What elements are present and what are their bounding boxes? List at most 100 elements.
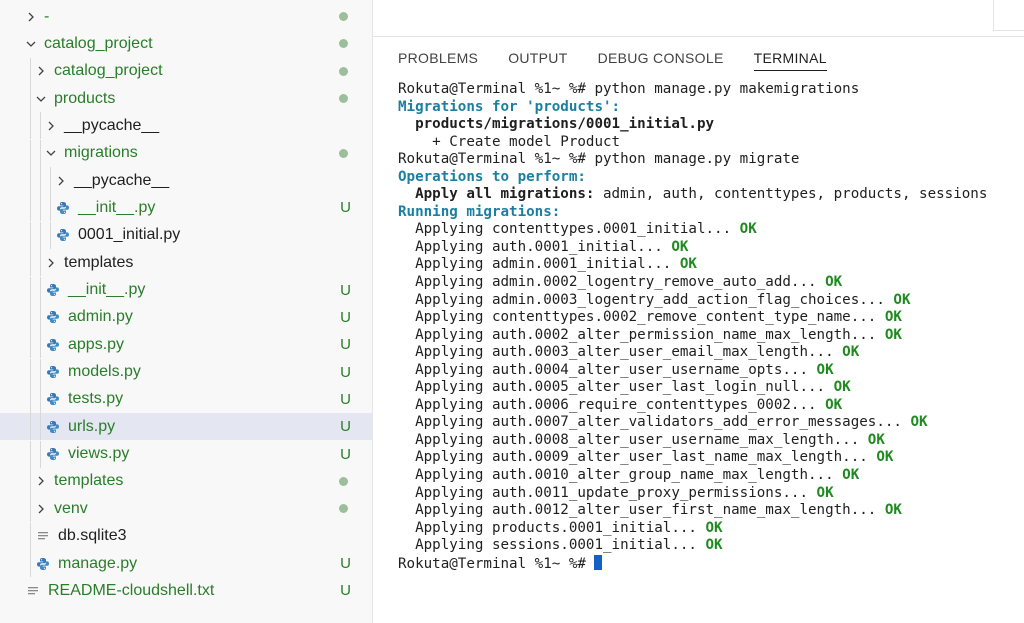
- indent-guide: [40, 303, 41, 331]
- tree-folder[interactable]: -: [0, 3, 372, 30]
- python-file-icon: [46, 310, 60, 324]
- tree-folder[interactable]: products: [0, 85, 372, 113]
- chevron-right-icon[interactable]: [56, 176, 66, 186]
- git-status-untracked: U: [340, 445, 351, 463]
- tree-item-label: 0001_initial.py: [78, 226, 181, 244]
- git-status-dot: [339, 504, 348, 514]
- indent-guide: [30, 467, 31, 495]
- status-ok: OK: [910, 414, 928, 431]
- python-file-icon: [56, 228, 70, 242]
- terminal-line: Applying auth.0009_alter_user_last_name_…: [398, 449, 1024, 467]
- terminal-line: Applying auth.0006_require_contenttypes_…: [398, 397, 1024, 415]
- indent-guide: [40, 167, 41, 195]
- tab-debug-console[interactable]: DEBUG CONSOLE: [597, 50, 724, 66]
- chevron-right-icon[interactable]: [26, 12, 36, 22]
- indent-guide: [50, 194, 51, 222]
- indent-guide: [30, 194, 31, 222]
- status-ok: OK: [705, 537, 723, 554]
- terminal-line: Running migrations:: [398, 204, 1024, 222]
- indent-guide: [40, 276, 41, 304]
- tree-folder[interactable]: catalog_project: [0, 30, 372, 57]
- terminal-text: Applying contenttypes.0001_initial...: [398, 221, 740, 238]
- tree-item-label: urls.py: [68, 417, 116, 435]
- indent-guide: [30, 495, 31, 523]
- status-ok: OK: [893, 291, 911, 308]
- panel-tab-bar: PROBLEMS OUTPUT DEBUG CONSOLE TERMINAL: [398, 47, 857, 73]
- terminal-text: Applying contenttypes.0002_remove_conten…: [398, 309, 885, 326]
- terminal-text: Rokuta@Terminal %1~ %#: [398, 555, 595, 572]
- status-ok: OK: [679, 256, 697, 273]
- chevron-right-icon[interactable]: [36, 504, 46, 514]
- tree-item-label: tests.py: [68, 390, 124, 408]
- terminal-line: Applying admin.0002_logentry_remove_auto…: [398, 274, 1024, 292]
- indent-guide: [30, 385, 31, 413]
- terminal-text: Applying auth.0011_update_proxy_permissi…: [398, 484, 817, 501]
- git-status-dot: [339, 12, 348, 21]
- terminal-text: Applying auth.0005_alter_user_last_login…: [398, 379, 834, 396]
- terminal-text: Migrations for 'products':: [398, 98, 621, 115]
- panel-divider: [373, 36, 1024, 37]
- terminal-text: Applying auth.0012_alter_user_first_name…: [398, 502, 885, 519]
- tree-file[interactable]: db.sqlite3: [0, 522, 372, 550]
- chevron-right-icon[interactable]: [36, 66, 46, 76]
- terminal-text: Applying admin.0002_logentry_remove_auto…: [398, 274, 826, 291]
- indent-guide: [30, 303, 31, 331]
- text-file-icon: [36, 529, 50, 543]
- chevron-right-icon[interactable]: [46, 258, 56, 268]
- tree-folder[interactable]: __pycache__: [0, 112, 372, 140]
- tree-item-label: templates: [64, 253, 134, 271]
- git-status-untracked: U: [340, 308, 351, 326]
- chevron-right-icon[interactable]: [36, 476, 46, 486]
- terminal-output[interactable]: Rokuta@Terminal %1~ %# python manage.py …: [398, 81, 1024, 623]
- tab-output[interactable]: OUTPUT: [508, 50, 568, 66]
- chevron-down-icon[interactable]: [26, 39, 36, 49]
- chevron-right-icon[interactable]: [46, 121, 56, 131]
- terminal-line: Apply all migrations: admin, auth, conte…: [398, 186, 1024, 204]
- tree-item-label: views.py: [68, 445, 130, 463]
- indent-guide: [30, 276, 31, 304]
- python-file-icon: [46, 338, 60, 352]
- tree-folder[interactable]: __pycache__: [0, 167, 372, 195]
- indent-guide: [30, 112, 31, 140]
- tree-item-label: db.sqlite3: [58, 527, 127, 545]
- tree-folder[interactable]: venv: [0, 495, 372, 523]
- terminal-line: Applying auth.0010_alter_group_name_max_…: [398, 467, 1024, 485]
- tab-terminal[interactable]: TERMINAL: [753, 47, 827, 71]
- terminal-line: Applying sessions.0001_initial... OK: [398, 537, 1024, 555]
- tree-folder[interactable]: migrations: [0, 139, 372, 167]
- tree-item-label: -: [44, 7, 50, 25]
- git-status-untracked: U: [340, 336, 351, 354]
- status-ok: OK: [739, 221, 757, 238]
- terminal-text: Applying admin.0003_logentry_add_action_…: [398, 291, 894, 308]
- git-status-untracked: U: [340, 582, 351, 600]
- tree-folder[interactable]: templates: [0, 467, 372, 495]
- indent-guide: [40, 358, 41, 386]
- status-ok: OK: [884, 502, 902, 519]
- terminal-text: Applying auth.0003_alter_user_email_max_…: [398, 344, 843, 361]
- terminal-line: Rokuta@Terminal %1~ %# python manage.py …: [398, 151, 1024, 169]
- tree-file[interactable]: views.py U: [0, 440, 372, 468]
- terminal-text: Applying auth.0006_require_contenttypes_…: [398, 396, 826, 413]
- git-status-untracked: U: [340, 555, 351, 572]
- indent-guide: [40, 413, 41, 441]
- tree-folder[interactable]: catalog_project: [0, 57, 372, 85]
- tree-item-label: models.py: [68, 363, 141, 381]
- indent-guide: [30, 167, 31, 195]
- chevron-down-icon[interactable]: [46, 148, 56, 158]
- tree-folder[interactable]: templates: [0, 249, 372, 277]
- chevron-down-icon[interactable]: [36, 94, 46, 104]
- tab-problems[interactable]: PROBLEMS: [398, 50, 479, 66]
- indent-guide: [30, 440, 31, 468]
- indent-guide: [30, 358, 31, 386]
- tree-file[interactable]: 0001_initial.py: [0, 221, 372, 249]
- terminal-line: Rokuta@Terminal %1~ %# python manage.py …: [398, 81, 1024, 99]
